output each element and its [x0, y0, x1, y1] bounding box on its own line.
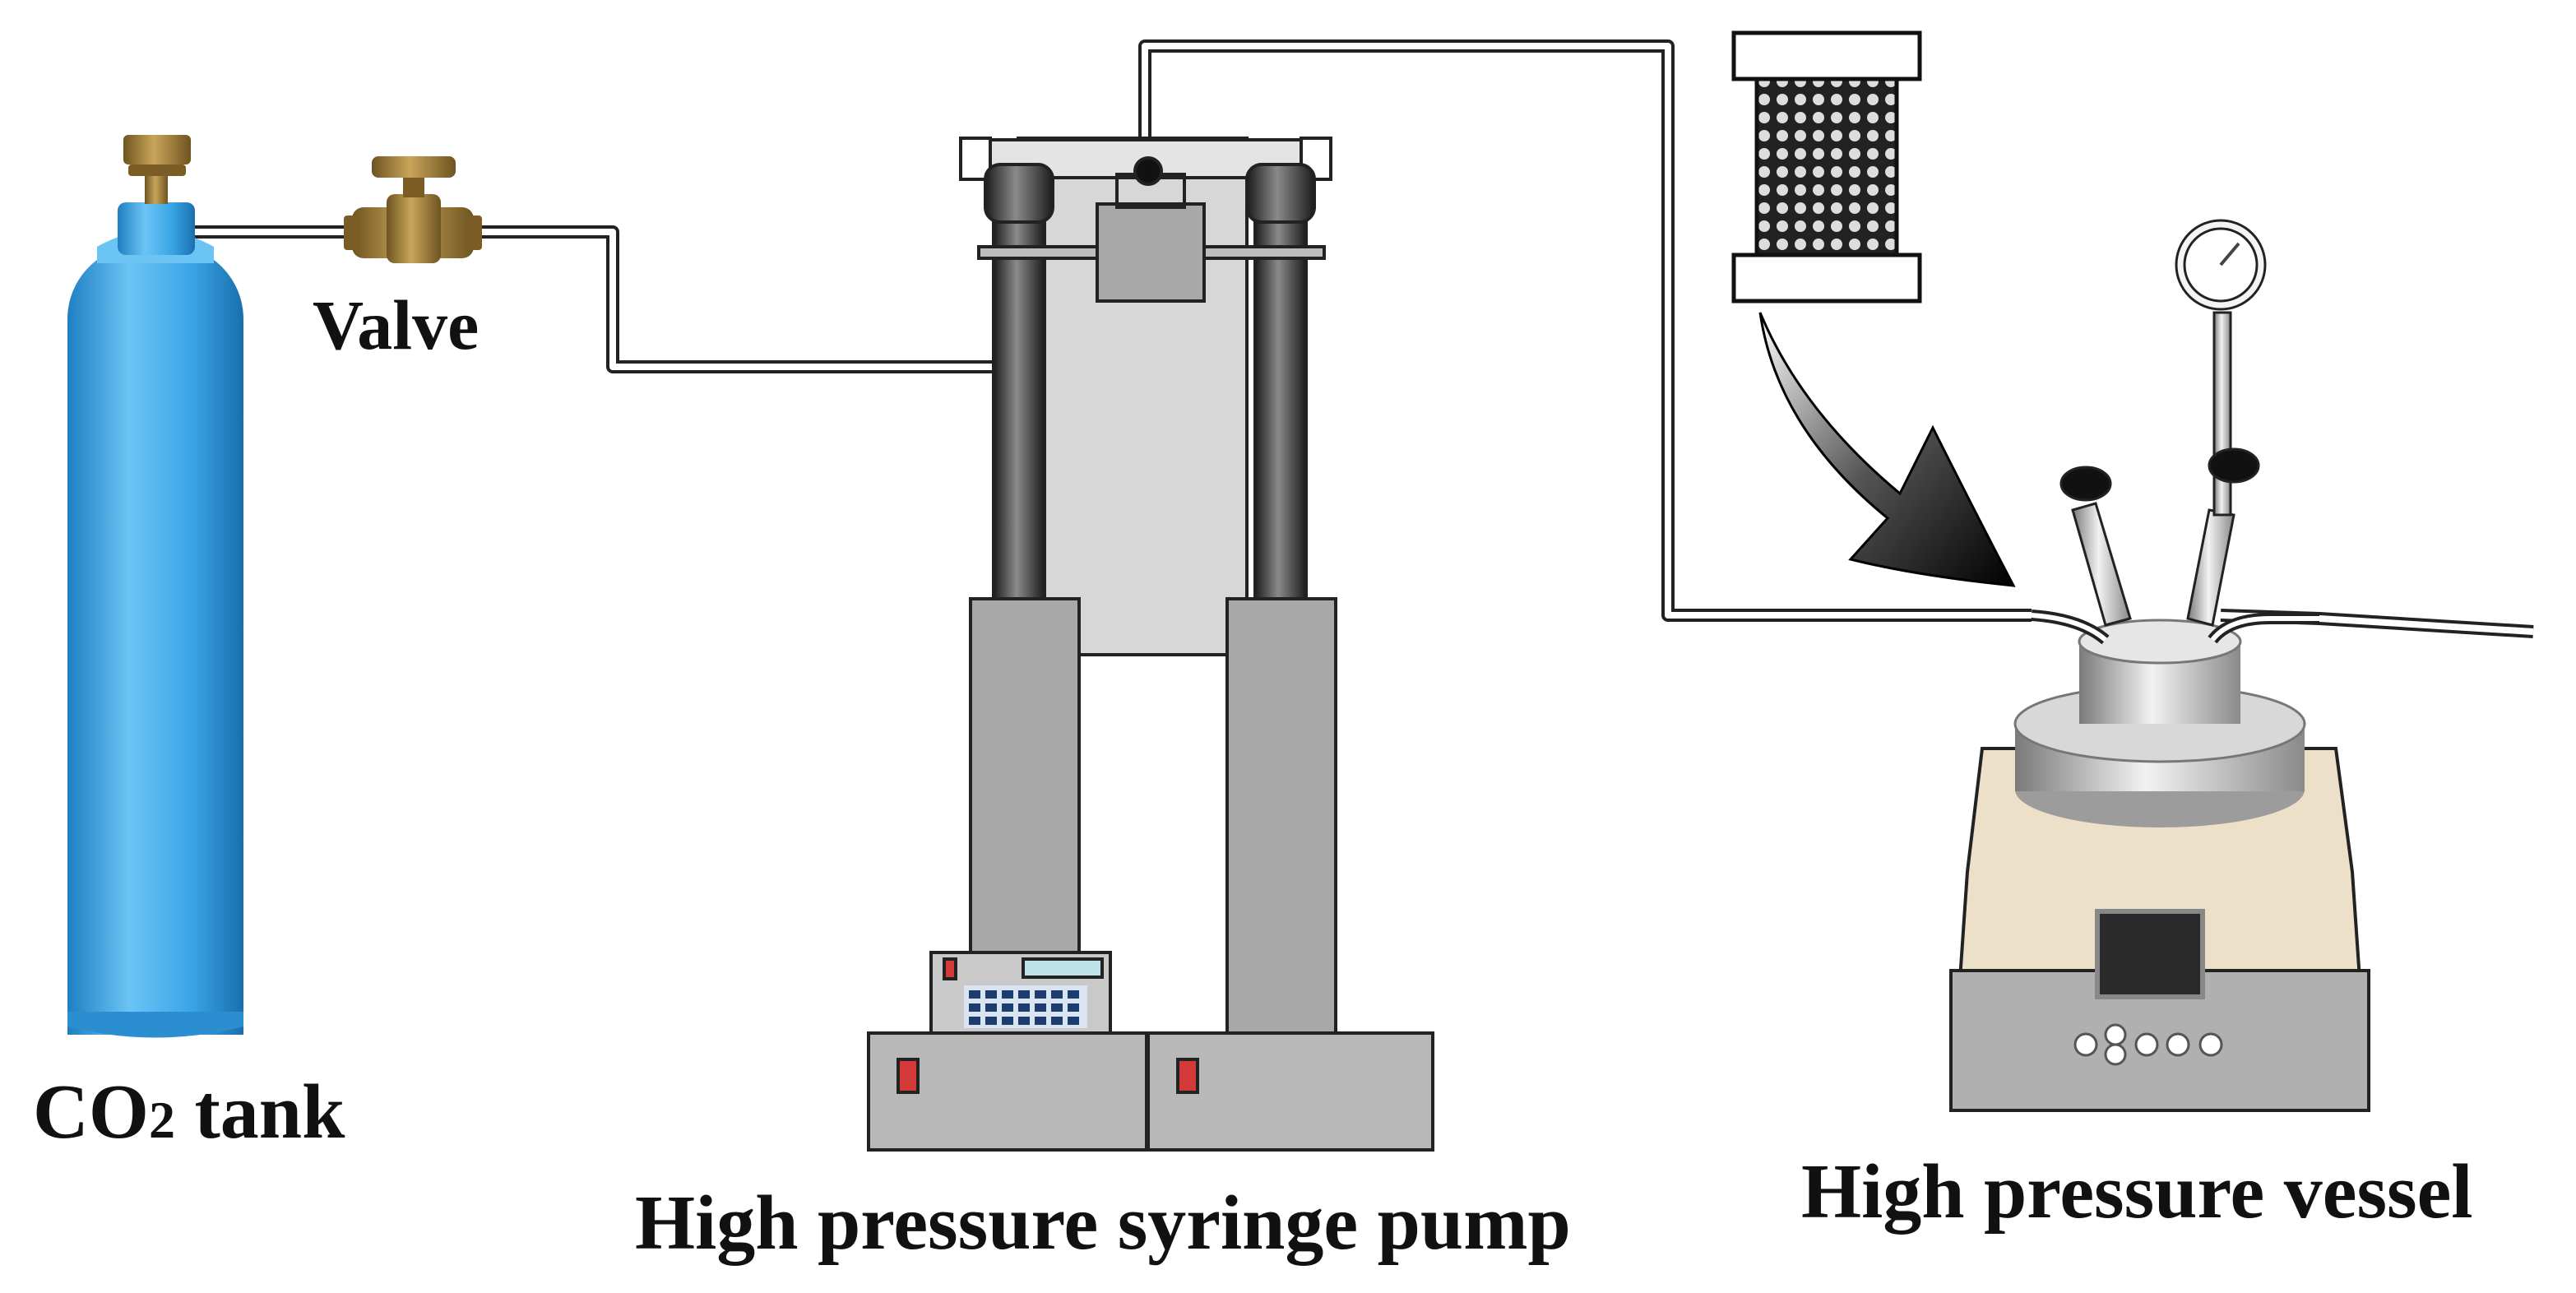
- syringe-pump-label: High pressure syringe pump: [635, 1180, 1571, 1266]
- co2-tank-label: CO2 tank: [33, 1073, 345, 1151]
- keypad-icon: [964, 985, 1087, 1028]
- tubing: [191, 39, 2534, 638]
- porous-sample-icon: [1731, 30, 1922, 304]
- valve-icon: [344, 156, 482, 263]
- pressure-vessel-label: High pressure vessel: [1801, 1149, 2473, 1235]
- co2-tank-icon: [67, 135, 243, 1038]
- syringe-pump-icon: [867, 137, 1434, 1152]
- curved-arrow-icon: [1758, 312, 2016, 587]
- valve-label: Valve: [313, 285, 480, 364]
- control-buttons-icon: [2073, 1023, 2223, 1066]
- co2-label-rest: tank: [175, 1069, 345, 1155]
- pressure-vessel-icon: [1948, 219, 2371, 1112]
- co2-label-main: CO: [33, 1069, 149, 1155]
- co2-label-subscript: 2: [149, 1091, 175, 1149]
